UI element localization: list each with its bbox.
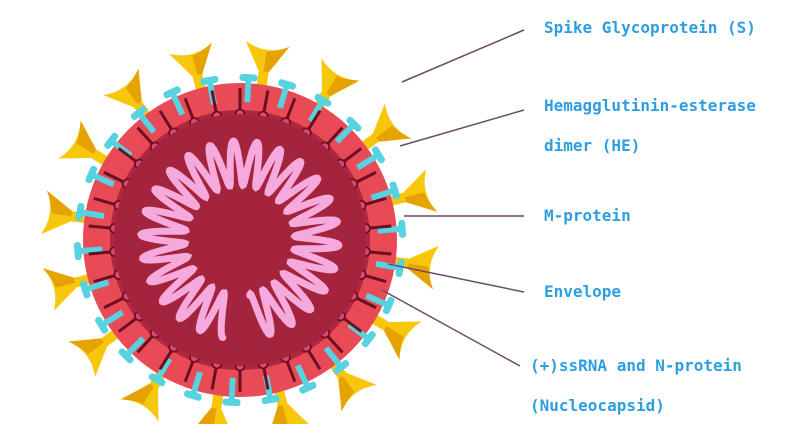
leader-line-spike <box>402 30 524 82</box>
leader-line-envelope <box>388 264 524 292</box>
label-nucleocapsid: (Nucleocapsid) <box>530 396 665 416</box>
label-hemagglutinin-esterase: Hemagglutinin-esterase <box>544 96 756 116</box>
label-m-protein: M-protein <box>544 206 631 226</box>
label-envelope: Envelope <box>544 282 621 302</box>
label-he-dimer: dimer (HE) <box>544 136 640 156</box>
leader-line-he <box>400 110 524 146</box>
label-spike-glycoprotein: Spike Glycoprotein (S) <box>544 18 756 38</box>
label-ssrna-n-protein: (+)ssRNA and N-protein <box>530 356 742 376</box>
